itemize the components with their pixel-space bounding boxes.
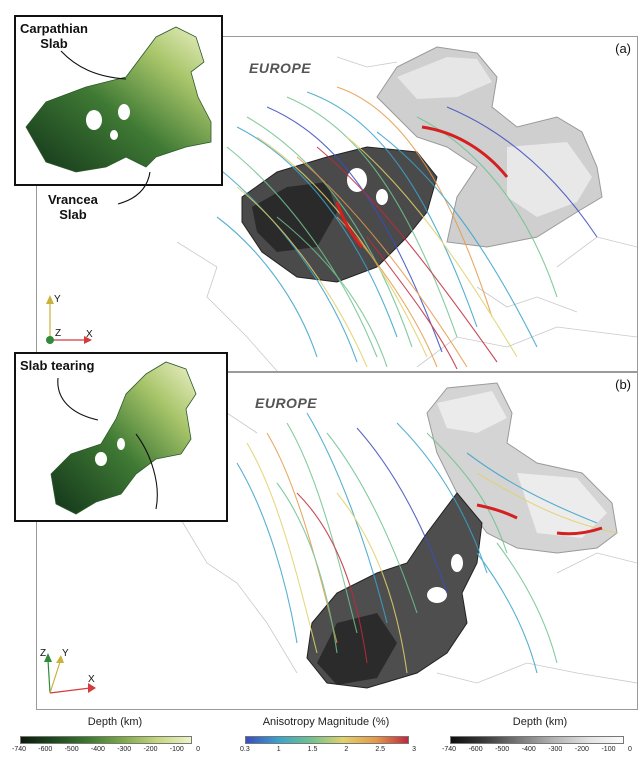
carpathian-line1: Carpathian xyxy=(20,21,88,36)
streamlines-a xyxy=(216,86,598,370)
colorbar-tick: -400 xyxy=(521,746,536,753)
panel-a-scene xyxy=(176,46,637,371)
colorbar-anisotropy xyxy=(245,736,409,744)
colorbar-tick: -600 xyxy=(468,746,483,753)
colorbar-tick: 2 xyxy=(344,746,349,753)
europe-label-b: EUROPE xyxy=(255,395,318,411)
colorbar-tick: 0 xyxy=(628,746,632,753)
colorbar-tick: 2.5 xyxy=(375,746,386,753)
axis-a-z: Z xyxy=(55,328,62,339)
vrancea-leader-line xyxy=(117,171,151,205)
colorbar-tick: -740 xyxy=(442,746,457,753)
map-borders xyxy=(176,56,637,371)
inset-a: Carpathian Slab xyxy=(14,15,223,186)
colorbar-tick: -300 xyxy=(117,746,132,753)
colorbar-tick: -200 xyxy=(574,746,589,753)
colorbar-tick: 3 xyxy=(412,746,416,753)
carpathian-line2: Slab xyxy=(40,36,68,51)
panel-b-label: (b) xyxy=(615,377,631,392)
inset-a-slab xyxy=(25,26,212,173)
colorbar-tick: -100 xyxy=(601,746,616,753)
vrancea-line2: Slab xyxy=(59,207,87,222)
vrancea-line1: Vrancea xyxy=(48,192,98,207)
axis-a-y: Y xyxy=(54,294,61,305)
colorbar-depth-green-title: Depth (km) xyxy=(87,716,143,728)
colorbar-depth-gray xyxy=(450,736,624,744)
axis-a-x: X xyxy=(86,329,93,340)
slab-tearing-label: Slab tearing xyxy=(20,358,95,373)
colorbar-tick: 1.5 xyxy=(307,746,318,753)
colorbar-anisotropy-ticks: 0.3 1 1.5 2 2.5 3 xyxy=(240,746,416,753)
colorbar-depth-gray-ticks: -740 -600 -500 -400 -300 -200 -100 0 xyxy=(442,746,632,753)
colorbar-tick: -500 xyxy=(495,746,510,753)
axis-triad-a: Y Z X xyxy=(40,292,100,352)
vrancea-slab-label: Vrancea Slab xyxy=(48,192,98,222)
streamlines-b xyxy=(236,412,618,674)
colorbar-tick: -300 xyxy=(548,746,563,753)
inset-b-slab xyxy=(50,361,197,515)
axis-triad-b: Z Y X xyxy=(40,648,102,704)
europe-label-a: EUROPE xyxy=(249,60,312,76)
panel-a-label: (a) xyxy=(615,41,631,56)
colorbar-tick: -100 xyxy=(169,746,184,753)
colorbar-depth-gray-title: Depth (km) xyxy=(512,716,568,728)
axis-b-x: X xyxy=(88,674,95,685)
colorbar-tick: -200 xyxy=(143,746,158,753)
panel-a: (a) EUROPE xyxy=(36,36,638,372)
colorbar-tick: 0.3 xyxy=(240,746,250,753)
colorbar-anisotropy-title: Anisotropy Magnitude (%) xyxy=(262,716,390,728)
colorbar-tick: 1 xyxy=(276,746,281,753)
colorbar-depth-green xyxy=(20,736,192,744)
axis-b-z: Z xyxy=(40,648,47,659)
colorbar-tick: -500 xyxy=(64,746,79,753)
colorbar-tick: -600 xyxy=(38,746,53,753)
colorbar-depth-green-ticks: -740 -600 -500 -400 -300 -200 -100 0 xyxy=(12,746,200,753)
carpathian-slab-label: Carpathian Slab xyxy=(20,21,88,51)
colorbar-tick: -400 xyxy=(90,746,105,753)
panel-b-scene xyxy=(176,382,637,689)
inset-b: Slab tearing xyxy=(14,352,228,522)
colorbar-tick: -740 xyxy=(12,746,27,753)
colorbar-tick: 0 xyxy=(196,746,200,753)
axis-b-y: Y xyxy=(62,648,69,659)
